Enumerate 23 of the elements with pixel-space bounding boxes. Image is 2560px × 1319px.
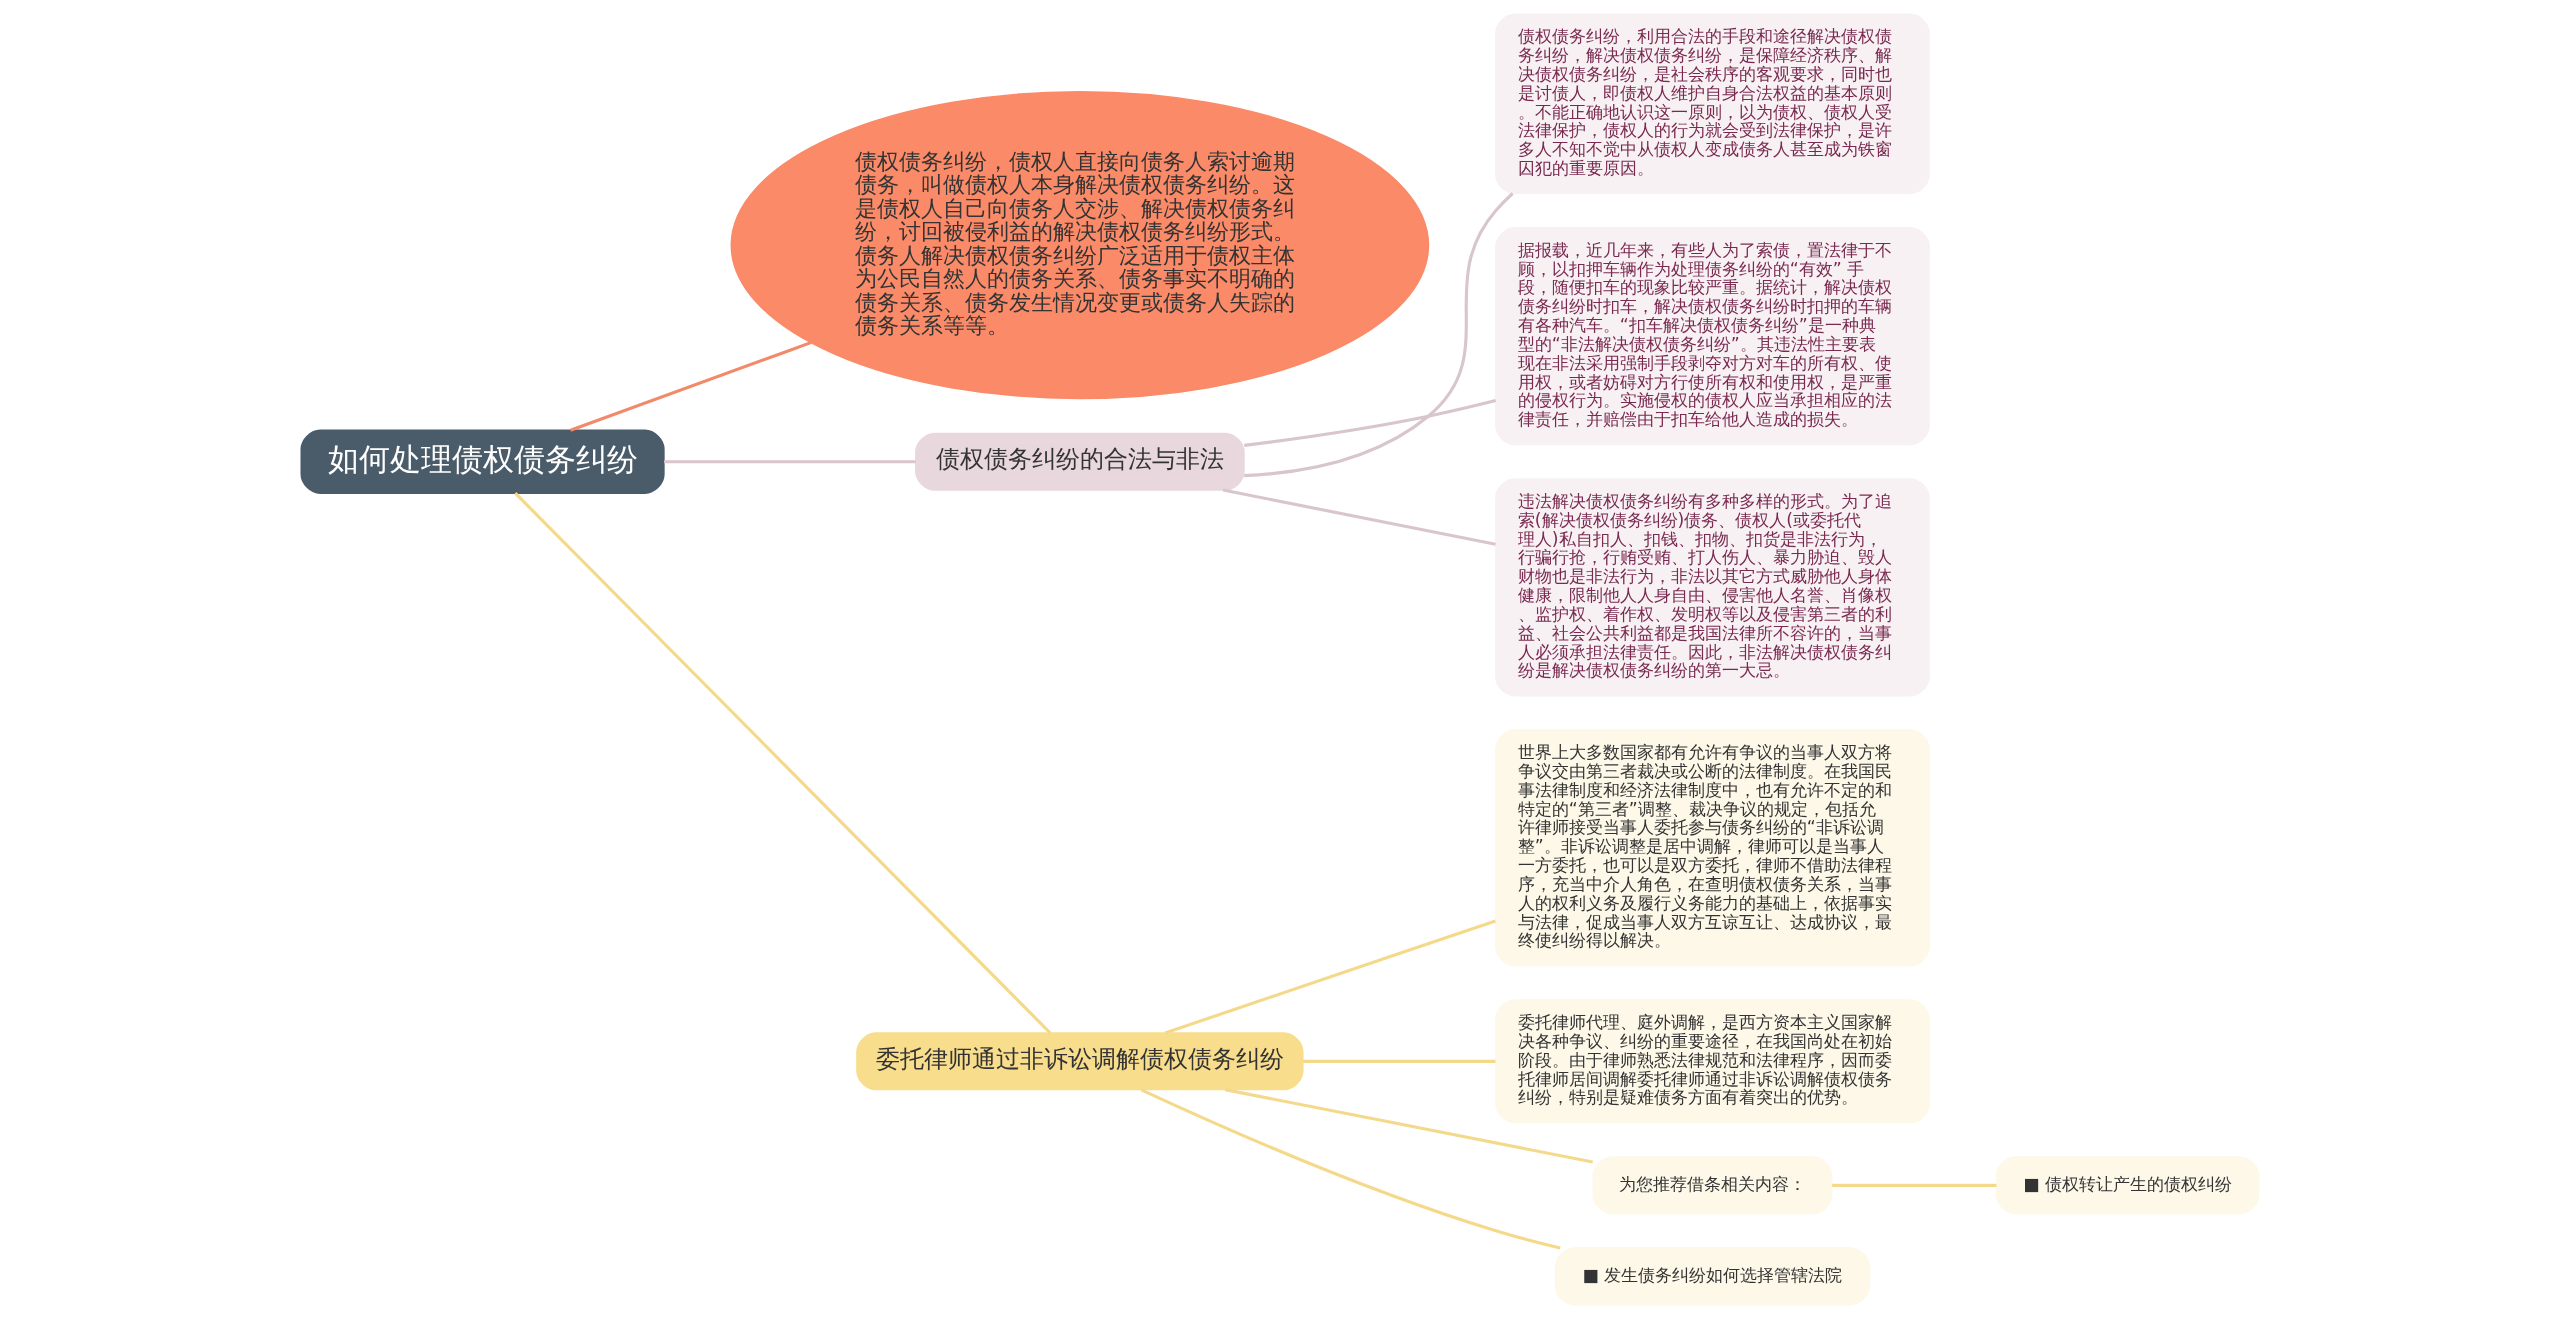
connector — [1302, 1059, 1496, 1063]
connector — [1244, 399, 1497, 447]
node-box: 如何处理债权债务纠纷 — [300, 429, 665, 494]
node-box: 委托律师通过非诉讼调解债权债务纠纷 — [856, 1032, 1304, 1091]
node-box: 据报载，近几年来，有些人为了索债，置法律于不顾，以扣押车辆作为处理债务纠纷的“有效” 手段，随便扣车的现象比较严重。据统计，解决债权债务纠纷时扣车，解决债权债务纠纷时扣押的车辆有各种汽车。“扣车解决债权债务纠纷”是一种典型的“非法解决债权债务纠纷”。其违法性主要表现在非法采用强制手段剥夺对方对车的所有权、使用权，或者妨碍对方行使所有权和使用权，是严重的侵权行为。实施侵权的债权人应当承担相应的法律责任，并赔偿由于扣车给他人造成的损失。 — [1495, 227, 1930, 446]
connector — [1222, 488, 1496, 546]
connector — [570, 341, 812, 432]
node-box: 债权债务纠纷，利用合法的手段和途径解决债权债务纠纷，解决债权债务纠纷，是保障经济秩序、解决债权债务纠纷，是社会秩序的客观要求，同时也是讨债人，即债权人维护自身合法权益的基本原则。不能正确地认识这一原则，以为债权、债权人受法律保护，债权人的行为就会受到法律保护，是许多人不知不觉中从债权人变成债务人甚至成为铁窗囚犯的重要原因。 — [1495, 13, 1930, 195]
connector — [1164, 919, 1496, 1035]
node-box: 为您推荐借条相关内容： — [1592, 1156, 1833, 1215]
node-box: ■ 发生债务纠纷如何选择管辖法院 — [1554, 1247, 1871, 1306]
node-box: 违法解决债权债务纠纷有多种多样的形式。为了追索(解决债权债务纠纷)债务、债权人(或委托代理人)私自扣人、扣钱、扣物、扣货是非法行为，行骗行抢，行贿受贿、打人伤人、暴力胁迫、毁人财物也是非法行为，非法以其它方式威胁他人身体健康，限制他人人身自由、侵害他人名誉、肖像权、监护权、着作权、发明权等以及侵害第三者的利益、社会公共利益都是我国法律所不容许的，当事人必须承担法律责任。因此，非法解决债权债务纠纷是解决债权债务纠纷的第一大忌。 — [1495, 478, 1930, 697]
node-box: ■ 债权转让产生的债权纠纷 — [1995, 1156, 2260, 1215]
node-box: 委托律师代理、庭外调解，是西方资本主义国家解决各种争议、纠纷的重要途径，在我国尚处在初始阶段。由于律师熟悉法律规范和法律程序，因而委托律师居间调解委托律师通过非诉讼调解债权债务纠纷，特别是疑难债务方面有着突出的优势。 — [1495, 999, 1930, 1124]
connector — [514, 492, 1052, 1035]
node-box: 世界上大多数国家都有允许有争议的当事人双方将争议交由第三者裁决或公断的法律制度。在我国民事法律制度和经济法律制度中，也有允许不定的和特定的“第三者”调整、裁决争议的规定，包括允许律师接受当事人委托参与债务纠纷的“非诉讼调整”。非诉讼调整是居中调解，律师可以是当事人一方委托，也可以是双方委托，律师不借助法律程序，充当中介人角色，在查明债权债务关系，当事人的权利义务及履行义务能力的基础上，依据事实与法律，促成当事人双方互谅互让、达成协议，最终使纠纷得以解决。 — [1495, 729, 1930, 967]
connector — [1244, 192, 1514, 478]
node-ellipse: 债权债务纠纷，债权人直接向债务人索讨逾期债务，叫做债权人本身解决债权债务纠纷。这是债权人自己向债务人交涉、解决债权债务纠纷，讨回被侵利益的解决债权债务纠纷形式。债务人解决债权债务纠纷广泛适用于债权主体为公民自然人的债务关系、债务事实不明确的债务关系、债务发生情况变更或债务人失踪的债务关系等等。 — [730, 91, 1430, 400]
connector — [1832, 1183, 1997, 1187]
connector — [1140, 1088, 1561, 1250]
node-box: 债权债务纠纷的合法与非法 — [915, 432, 1245, 491]
connector — [1224, 1088, 1593, 1164]
connector — [664, 460, 916, 464]
